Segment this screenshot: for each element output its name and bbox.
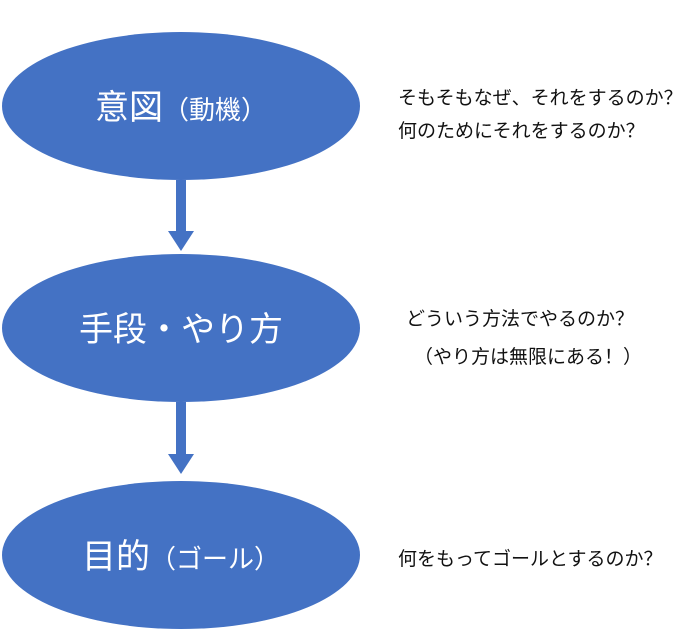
node-goal-label: 目的 [82, 537, 150, 577]
arrow-method-to-goal [168, 402, 194, 474]
node-method-shape [2, 254, 360, 402]
node-intent-shape [2, 32, 360, 180]
note-intent-line-1: そもそもなぜ、それをするのか？ [398, 87, 683, 109]
node-intent-sublabel: （動機） [163, 96, 267, 126]
arrow-shaft [176, 402, 186, 455]
note-method: どういう方法でやるのか？ （やり方は無限にある！） [406, 308, 642, 368]
note-intent-line-2: 何のためにそれをするのか？ [398, 120, 645, 142]
note-method-line-1: どういう方法でやるのか？ [406, 308, 634, 330]
note-method-line-2: （やり方は無限にある！） [414, 346, 642, 368]
node-intent-label: 意図 [95, 88, 163, 128]
node-intent: 意図（動機） [2, 32, 360, 180]
note-goal: 何をもってゴールとするのか？ [398, 548, 662, 570]
note-goal-line-1: 何をもってゴールとするのか？ [398, 548, 662, 570]
node-goal-text: 目的（ゴール） [82, 537, 280, 577]
note-intent: そもそもなぜ、それをするのか？ 何のためにそれをするのか？ [398, 87, 683, 142]
arrow-head [168, 454, 194, 474]
node-method-text: 手段・やり方 [79, 310, 283, 350]
node-method: 手段・やり方 [2, 254, 360, 402]
node-goal-sublabel: （ゴール） [150, 545, 280, 575]
arrow-head [168, 231, 194, 251]
arrow-shaft [176, 180, 186, 232]
node-intent-text: 意図（動機） [95, 88, 267, 128]
node-method-label: 手段・やり方 [79, 310, 283, 350]
node-goal: 目的（ゴール） [2, 481, 360, 629]
node-goal-shape [2, 481, 360, 629]
arrow-intent-to-method [168, 180, 194, 251]
